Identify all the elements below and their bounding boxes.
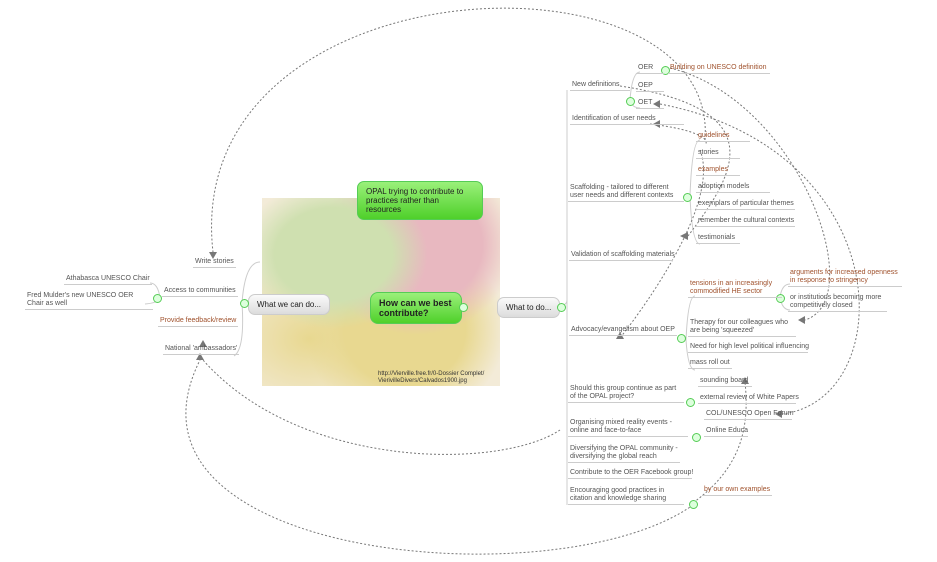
node-scaffolding[interactable]: Scaffolding - tailored to different user… (568, 184, 684, 202)
node-examples[interactable]: examples (696, 166, 740, 176)
node-oet[interactable]: OET (636, 99, 664, 109)
collapse-toggle[interactable] (459, 303, 468, 312)
node-diversifying[interactable]: Diversifying the OPAL community - divers… (568, 445, 680, 463)
collapse-toggle[interactable] (686, 398, 695, 407)
collapse-toggle[interactable] (661, 66, 670, 75)
node-write-stories[interactable]: Write stories (193, 258, 236, 268)
collapse-toggle[interactable] (557, 303, 566, 312)
node-should-group[interactable]: Should this group continue as part of th… (568, 385, 684, 403)
left-branch-title[interactable]: What we can do... (248, 294, 331, 315)
node-adoption-models[interactable]: adoption models (696, 183, 770, 193)
callout-note[interactable]: OPAL trying to contribute to practices r… (357, 181, 483, 220)
node-tensions[interactable]: tensions in an increasingly commodified … (688, 280, 782, 298)
node-new-definitions[interactable]: New definitions (570, 81, 630, 91)
node-sounding-board[interactable]: sounding board (698, 377, 752, 387)
node-validation[interactable]: Validation of scaffolding materials (569, 251, 675, 261)
node-external-review[interactable]: external review of White Papers (698, 394, 799, 404)
node-facebook[interactable]: Contribute to the OER Facebook group! (568, 469, 693, 479)
map-caption: http://Vierville.free.fr/0-Dossier Compl… (376, 371, 486, 386)
node-testimonials[interactable]: testimonials (696, 234, 740, 244)
node-therapy[interactable]: Therapy for our colleagues who are being… (688, 319, 796, 337)
node-oep[interactable]: OEP (636, 82, 664, 92)
node-encouraging[interactable]: Encouraging good practices in citation a… (568, 487, 684, 505)
node-stories[interactable]: stories (696, 149, 740, 159)
right-branch-title[interactable]: What to do... (497, 297, 561, 318)
caption-line: http://Vierville.free.fr/0-Dossier Compl… (378, 371, 485, 377)
node-institutions[interactable]: or institutions becoming more competitiv… (788, 294, 887, 312)
caption-line: VierivilleDivers/Calvados1900.jpg (378, 378, 467, 384)
node-col-unesco[interactable]: COL/UNESCO Open Forum (704, 410, 794, 420)
node-national-ambassadors[interactable]: National 'ambassadors' (163, 345, 240, 355)
collapse-toggle[interactable] (626, 97, 635, 106)
collapse-toggle[interactable] (776, 294, 785, 303)
node-athabasca[interactable]: Athabasca UNESCO Chair (64, 275, 152, 285)
node-political[interactable]: Need for high level political influencin… (688, 343, 809, 353)
node-access-communities[interactable]: Access to communities (162, 287, 238, 297)
node-advocacy[interactable]: Advocacy/evangelism about OEP (569, 326, 677, 336)
node-fred-mulder[interactable]: Fred Mulder's new UNESCO OER Chair as we… (25, 292, 153, 310)
collapse-toggle[interactable] (683, 193, 692, 202)
central-topic[interactable]: How can we best contribute? (370, 292, 462, 324)
node-organising[interactable]: Organising mixed reality events - online… (568, 419, 688, 437)
node-cultural-contexts[interactable]: remember the cultural contexts (696, 217, 795, 227)
node-arguments[interactable]: arguments for increased openness in resp… (788, 269, 902, 287)
collapse-toggle[interactable] (240, 299, 249, 308)
collapse-toggle[interactable] (153, 294, 162, 303)
node-oer[interactable]: OER (636, 64, 664, 74)
node-exemplars[interactable]: exemplars of particular themes (696, 200, 795, 210)
node-building-unesco[interactable]: Building on UNESCO definition (668, 64, 770, 74)
node-mass-roll-out[interactable]: mass roll out (688, 359, 732, 369)
collapse-toggle[interactable] (692, 433, 701, 442)
node-provide-feedback[interactable]: Provide feedback/review (158, 317, 239, 327)
node-guidelines[interactable]: guidelines (696, 132, 750, 142)
node-own-examples[interactable]: by our own examples (702, 486, 772, 496)
node-online-educa[interactable]: Online Educa (704, 427, 748, 437)
node-identification[interactable]: Identification of user needs (570, 115, 684, 125)
collapse-toggle[interactable] (689, 500, 698, 509)
collapse-toggle[interactable] (677, 334, 686, 343)
